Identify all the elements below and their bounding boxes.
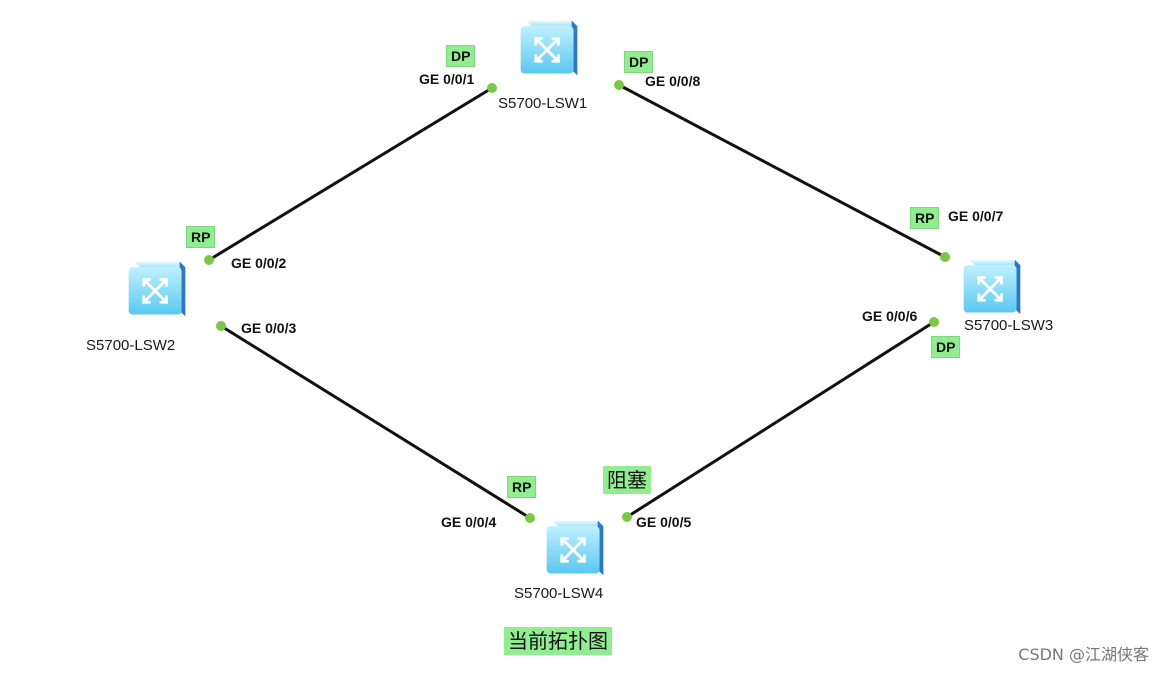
port-role-badge: DP bbox=[624, 51, 654, 73]
port-dot-lsw4-p4[interactable] bbox=[525, 513, 535, 523]
watermark: CSDN @江湖侠客 bbox=[1018, 645, 1149, 664]
blocked-annotation: 阻塞 bbox=[603, 466, 651, 494]
port-label: GE 0/0/4 bbox=[441, 514, 497, 530]
link-lsw2-lsw4 bbox=[220, 324, 531, 520]
device-label-lsw2: S5700-LSW2 bbox=[86, 337, 176, 354]
port-label: GE 0/0/1 bbox=[419, 71, 475, 87]
diagram-caption: 当前拓扑图 bbox=[504, 627, 612, 655]
port-role-badge: RP bbox=[910, 207, 940, 229]
switch-icon[interactable] bbox=[541, 514, 609, 582]
port-label: GE 0/0/3 bbox=[241, 320, 297, 336]
port-dot-lsw2-p3[interactable] bbox=[216, 321, 226, 331]
switch-icon[interactable] bbox=[123, 255, 191, 323]
link-lsw3-lsw4 bbox=[626, 320, 935, 519]
port-role-badge: RP bbox=[186, 226, 216, 248]
port-dot-lsw3-p7[interactable] bbox=[940, 252, 950, 262]
switch-icon[interactable] bbox=[958, 253, 1026, 321]
port-dot-lsw1-p8[interactable] bbox=[614, 80, 624, 90]
port-dot-lsw1-p1[interactable] bbox=[487, 83, 497, 93]
port-dot-lsw2-p2[interactable] bbox=[204, 255, 214, 265]
device-label-lsw4: S5700-LSW4 bbox=[514, 585, 604, 602]
port-role-badge: DP bbox=[446, 45, 476, 67]
device-label-lsw1: S5700-LSW1 bbox=[498, 95, 588, 112]
link-lsw1-lsw2 bbox=[208, 86, 493, 262]
port-role-badge: DP bbox=[931, 336, 961, 358]
port-label: GE 0/0/7 bbox=[948, 208, 1004, 224]
port-label: GE 0/0/5 bbox=[636, 514, 692, 530]
device-label-lsw3: S5700-LSW3 bbox=[964, 317, 1054, 334]
port-label: GE 0/0/6 bbox=[862, 308, 918, 324]
port-dot-lsw3-p6[interactable] bbox=[929, 317, 939, 327]
port-label: GE 0/0/8 bbox=[645, 73, 701, 89]
port-dot-lsw4-p5[interactable] bbox=[622, 512, 632, 522]
switch-icon[interactable] bbox=[515, 14, 583, 82]
port-role-badge: RP bbox=[507, 476, 537, 498]
link-lsw1-lsw3 bbox=[618, 83, 946, 259]
port-label: GE 0/0/2 bbox=[231, 255, 287, 271]
